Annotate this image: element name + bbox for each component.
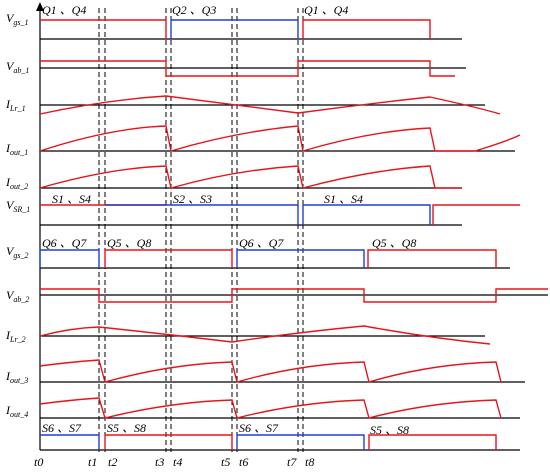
wave-vsr1-blue-a	[105, 204, 299, 225]
label-q2q3: Q2 、Q3	[172, 3, 216, 17]
wave-vsr1-b	[432, 204, 520, 225]
label-vab2: Vab_2	[6, 288, 29, 304]
wave-iout1	[39, 125, 521, 152]
wave-vsr2-a	[104, 434, 233, 450]
time-labels: t0 t1 t2 t3 t4 t5 t6 t7 t8	[34, 455, 314, 469]
label-iout2: Iout_2	[5, 175, 28, 191]
wave-vab1	[40, 60, 455, 77]
wave-vgs2-blue-b	[236, 249, 365, 268]
wave-ilr2	[39, 325, 491, 345]
time-t1: t1	[88, 455, 97, 469]
label-s6s7-a: S6 、S7	[42, 421, 82, 435]
time-t0: t0	[34, 455, 43, 469]
wave-vgs2-blue-a	[39, 249, 100, 268]
time-t7: t7	[287, 455, 297, 469]
wave-iout4	[39, 397, 502, 419]
wave-vsr2-blue-b	[236, 434, 365, 450]
time-t3: t3	[155, 455, 164, 469]
label-s1s4-a: S1 、S4	[52, 192, 91, 206]
wave-vab2	[40, 288, 548, 303]
wave-vsr2-blue-a	[40, 434, 100, 450]
time-t2: t2	[108, 455, 117, 469]
switch-pair-labels: Q1 、Q4 Q2 、Q3 Q1 、Q4 S1 、S4 S2 、S3 S1 、S…	[42, 3, 416, 437]
label-q5q8-a: Q5 、Q8	[107, 236, 151, 250]
wave-vgs2-b	[367, 249, 497, 268]
label-vgs2: Vgs_2	[6, 244, 28, 260]
label-s6s7-b: S6 、S7	[239, 421, 279, 435]
wave-iout2	[39, 165, 462, 189]
baselines	[39, 8, 548, 451]
label-s1s4-b: S1 、S4	[324, 192, 363, 206]
label-ilr1: ILr_1	[5, 97, 26, 113]
wave-vsr2-b	[368, 434, 497, 450]
wave-vgs1-b	[302, 19, 431, 39]
label-iout3: Iout_3	[5, 369, 28, 385]
label-q6q7-b: Q6 、Q7	[239, 236, 284, 250]
label-vgs1: Vgs_1	[6, 11, 28, 27]
time-t6: t6	[239, 455, 248, 469]
wave-vgs1-blue	[170, 19, 299, 39]
wave-ilr1	[39, 95, 501, 115]
label-q6q7-a: Q6 、Q7	[42, 236, 87, 250]
red-waveforms	[39, 19, 548, 450]
label-iout4: Iout_4	[5, 403, 28, 419]
wave-vsr1-blue-b	[302, 204, 431, 225]
time-t8: t8	[305, 455, 314, 469]
label-vab1: Vab_1	[6, 59, 29, 75]
label-ilr2: ILr_2	[5, 328, 26, 344]
label-s2s3: S2 、S3	[173, 192, 212, 206]
label-q5q8-b: Q5 、Q8	[372, 236, 416, 250]
wave-iout3	[39, 359, 502, 383]
time-t5: t5	[221, 455, 230, 469]
blue-waveforms	[39, 19, 431, 450]
label-vsr1: VSR_1	[6, 198, 30, 214]
label-s5s8-b: S5 、S8	[370, 423, 409, 437]
axis-arrow-icon	[36, 2, 44, 11]
label-s5s8-a: S5 、S8	[107, 421, 146, 435]
signal-labels: Vgs_1 Vab_1 ILr_1 Iout_1 Iout_2 VSR_1 Vg…	[5, 11, 30, 419]
label-q1q4-b: Q1 、Q4	[304, 3, 348, 17]
label-iout1: Iout_1	[5, 141, 28, 157]
wave-vgs2-a	[104, 249, 233, 268]
time-t4: t4	[173, 455, 182, 469]
wave-vgs1-a	[40, 19, 167, 39]
time-markers	[98, 8, 304, 452]
label-q1q4-a: Q1 、Q4	[42, 3, 86, 17]
